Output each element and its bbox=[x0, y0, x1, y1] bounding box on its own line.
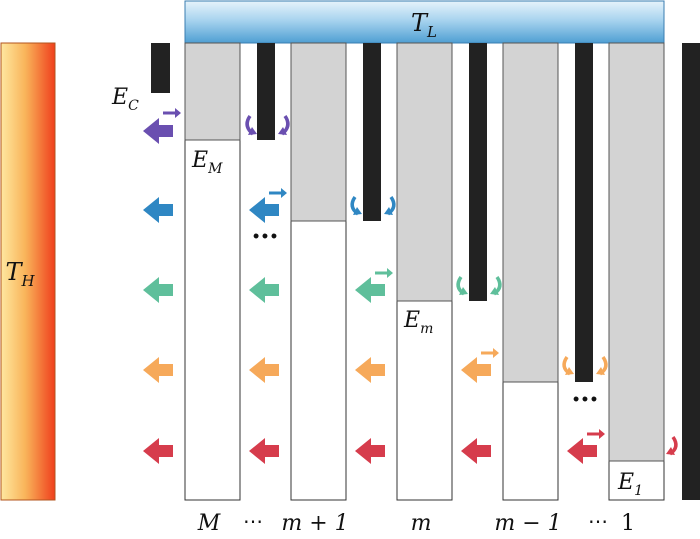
red-small-arrow bbox=[587, 429, 605, 439]
black-bar-2 bbox=[363, 43, 381, 221]
blue-small-arrow bbox=[269, 188, 287, 198]
orange-big-arrow-1 bbox=[143, 357, 173, 383]
column-label-dots-b: ⋯ bbox=[588, 509, 608, 533]
teal-big-arrow-2 bbox=[249, 277, 279, 303]
teal-small-arrow bbox=[375, 268, 393, 278]
teal-big-arrow-3 bbox=[355, 277, 385, 303]
orange-big-arrow-4 bbox=[461, 357, 491, 383]
red-big-arrow-3 bbox=[355, 438, 385, 464]
teal-curl-right-head bbox=[490, 287, 499, 295]
orange-arrow-row bbox=[143, 348, 608, 383]
blue-big-arrow-1 bbox=[143, 197, 173, 223]
energy-m-label: Em bbox=[403, 308, 433, 337]
blue-big-arrow-2 bbox=[249, 197, 279, 223]
blue-arrow-row bbox=[143, 188, 396, 223]
energy-1-label: E1 bbox=[617, 470, 643, 499]
column-m-fill bbox=[396, 42, 453, 302]
orange-big-arrow-3 bbox=[355, 357, 385, 383]
purple-big-arrow bbox=[143, 118, 173, 144]
black-bar-ec bbox=[151, 43, 170, 93]
red-curl-right-head bbox=[666, 447, 675, 455]
purple-curl-right-head bbox=[278, 127, 287, 135]
orange-curl-left-head bbox=[565, 367, 574, 375]
black-bar-right bbox=[682, 43, 700, 500]
red-big-arrow-2 bbox=[249, 438, 279, 464]
teal-curl-left-head bbox=[459, 287, 468, 295]
black-bars bbox=[151, 43, 700, 500]
orange-curl-right-head bbox=[596, 367, 605, 375]
column-label-M: M bbox=[197, 511, 221, 536]
column-1-fill bbox=[608, 42, 665, 462]
column-m-plus-1-fill bbox=[290, 42, 347, 222]
column-label-m-minus-1: m − 1 bbox=[494, 511, 561, 536]
red-arrow-row bbox=[143, 429, 678, 464]
hot-reservoir: TH bbox=[0, 42, 56, 501]
red-big-arrow-4 bbox=[461, 438, 491, 464]
teal-big-arrow-1 bbox=[143, 277, 173, 303]
column-m-minus-1-fill bbox=[502, 42, 559, 383]
energy-M-label: EM bbox=[191, 148, 223, 177]
column-label-m-plus-1: m + 1 bbox=[281, 511, 348, 536]
red-big-arrow-5 bbox=[567, 438, 597, 464]
blue-curl-left-head bbox=[353, 207, 362, 215]
black-bar-4 bbox=[575, 43, 593, 382]
column-labels: M ⋯ m + 1 m m − 1 ⋯ 1 bbox=[197, 509, 635, 536]
orange-big-arrow-2 bbox=[249, 357, 279, 383]
column-M-fill bbox=[184, 42, 241, 141]
purple-arrow-row bbox=[143, 108, 290, 144]
hot-reservoir-label: TH bbox=[5, 258, 35, 290]
blue-curl-right-head bbox=[384, 207, 393, 215]
purple-small-arrow bbox=[163, 108, 181, 118]
level-columns bbox=[184, 42, 665, 501]
black-bar-3 bbox=[469, 43, 487, 301]
orange-small-arrow bbox=[481, 348, 499, 358]
teal-arrow-row bbox=[143, 268, 502, 303]
purple-curl-left-head bbox=[248, 127, 257, 135]
column-label-dots-a: ⋯ bbox=[243, 509, 263, 533]
column-label-1: 1 bbox=[621, 511, 635, 536]
energy-c-label: EC bbox=[111, 85, 139, 114]
ellipsis-dots-upper: ••• bbox=[252, 229, 279, 245]
ellipsis-dots-lower: ••• bbox=[572, 392, 599, 408]
cold-reservoir: TL bbox=[184, 0, 665, 44]
black-bar-1 bbox=[257, 43, 275, 140]
cold-reservoir-label: TL bbox=[411, 9, 437, 41]
column-label-m: m bbox=[411, 511, 432, 536]
red-big-arrow-1 bbox=[143, 438, 173, 464]
